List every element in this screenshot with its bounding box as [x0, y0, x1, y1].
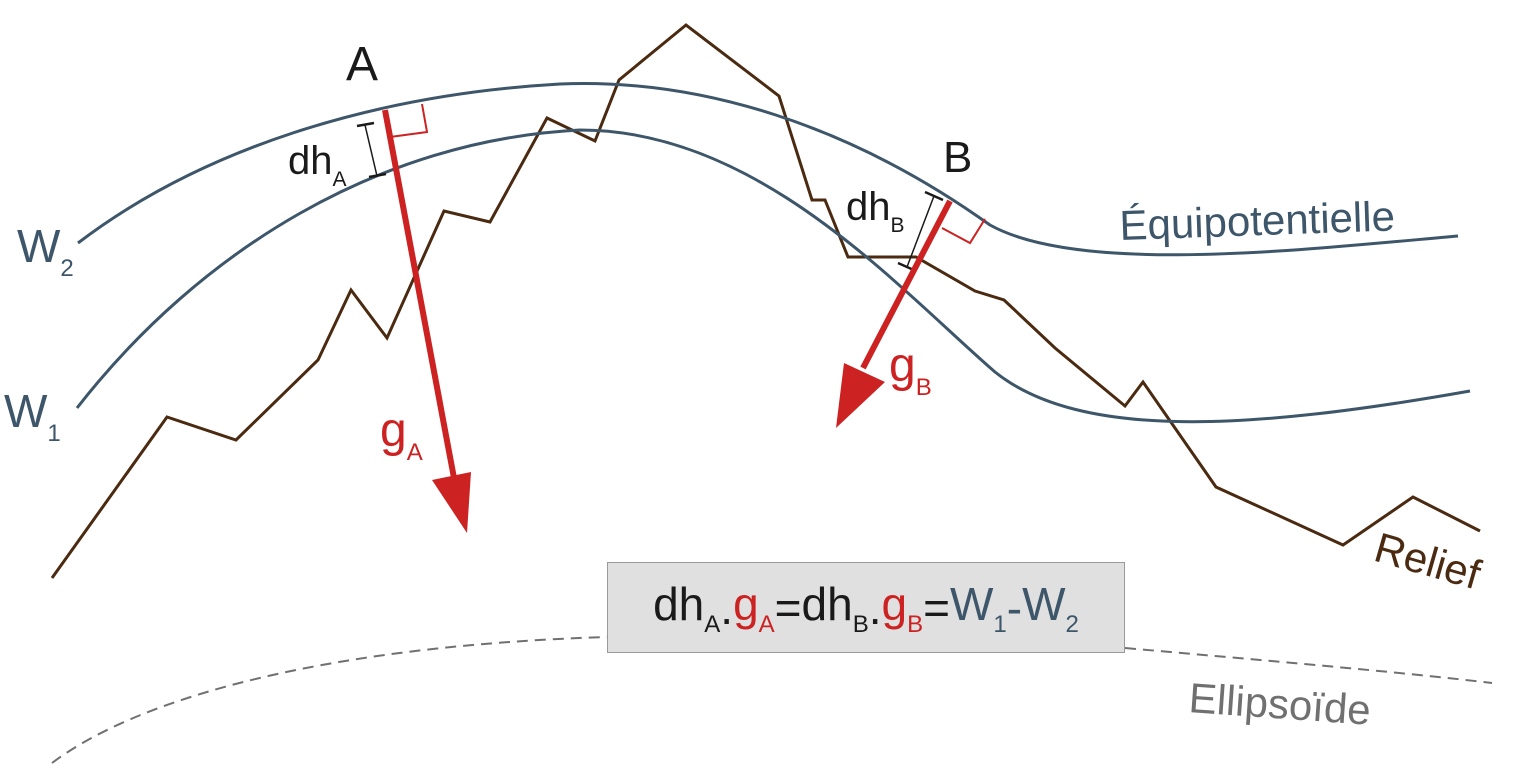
g-a-label: gA [380, 404, 423, 466]
w1-label: W1 [4, 385, 61, 447]
formula-dh-a: dhA [653, 577, 721, 638]
right-angle-marker-b [941, 218, 986, 245]
equipotential-w1-curve [75, 128, 1471, 424]
gravity-arrowhead-b [836, 363, 885, 428]
dh-a-dimension-line [364, 124, 378, 177]
relief-label: Relief [1370, 523, 1486, 598]
formula-box: dhA.gA=dhB.gB=W1-W2 [607, 562, 1125, 653]
formula-minus: - [1006, 581, 1023, 634]
ellipsoid-label: Ellipsoïde [1187, 674, 1372, 734]
formula-g-b: gB [881, 577, 924, 638]
ellipsoid-curve [51, 636, 1493, 764]
point-label-b: B [943, 133, 972, 182]
relief-line [50, 23, 1481, 579]
right-angle-marker-a [389, 103, 429, 138]
w2-label: W2 [17, 220, 74, 282]
equipotential-w2-curve [77, 82, 1459, 257]
equipotential-label: Équipotentielle [1119, 192, 1396, 249]
formula-dh-b: dhB [801, 577, 869, 638]
formula-w1: W1 [950, 577, 1007, 638]
dh-a-tick-bottom [368, 172, 387, 179]
dh-b-dimension-line [906, 195, 935, 268]
gravity-vector-a [382, 109, 457, 479]
formula-equals-2: = [923, 581, 950, 634]
dh-b-label: dhB [846, 185, 905, 237]
gravity-arrowhead-a [432, 472, 471, 533]
dh-b-tick-top [924, 190, 944, 202]
formula-dot-1: . [720, 581, 734, 634]
formula-g-a: gA [733, 577, 775, 638]
point-label-a: A [346, 38, 378, 91]
formula-dot-2: . [868, 581, 882, 634]
formula-w2: W2 [1022, 577, 1079, 638]
dh-a-label: dhA [288, 139, 347, 191]
gravity-vector-b [860, 199, 953, 370]
dh-a-tick-top [356, 121, 375, 128]
formula-equals-1: = [774, 581, 802, 634]
g-b-label: gB [889, 339, 932, 401]
